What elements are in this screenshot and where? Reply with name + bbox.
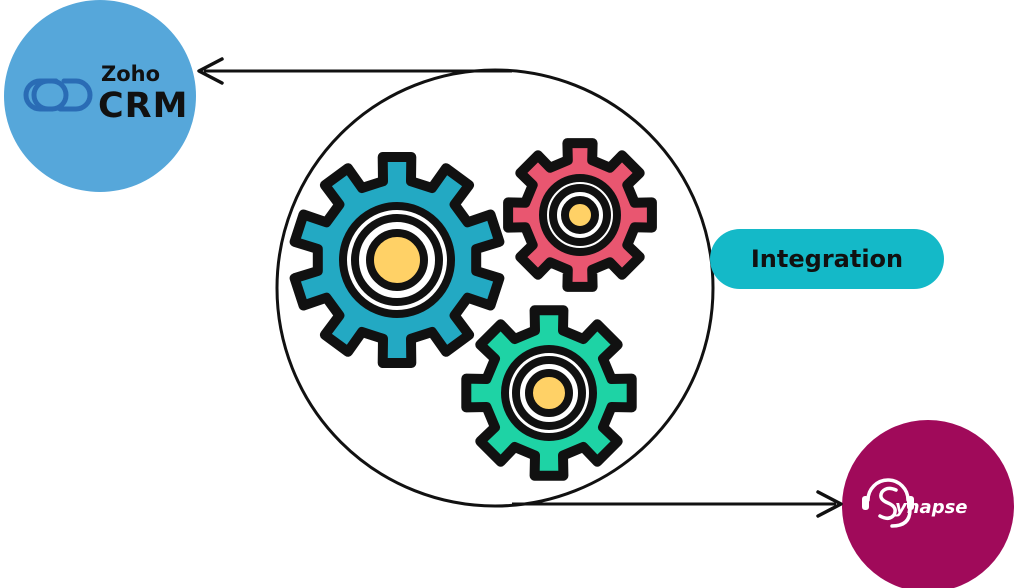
gear-blue-icon xyxy=(289,152,505,368)
integration-label: Integration xyxy=(750,245,904,273)
synapse-circle xyxy=(842,420,1014,588)
arrow-to-synapse-head xyxy=(816,490,843,518)
integration-badge: Integration xyxy=(710,229,944,289)
gear-red-icon xyxy=(503,138,657,292)
zoho-crm-circle xyxy=(4,0,196,192)
zoho-product-label: CRM xyxy=(98,86,189,126)
gears-group xyxy=(289,138,657,481)
zoho-infinity-icon xyxy=(23,78,93,112)
synapse-brand-label: ynapse xyxy=(895,497,968,518)
synapse-headset-s-icon xyxy=(862,478,914,528)
zoho-brand-label: Zoho xyxy=(101,62,161,86)
arrow-to-zoho-head xyxy=(197,57,224,85)
gear-green-icon xyxy=(461,305,637,481)
